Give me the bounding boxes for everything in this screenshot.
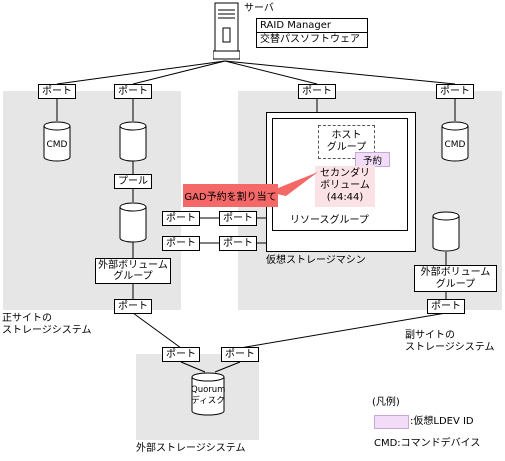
secondary-volume-label: セカンダリ ボリューム (44:44) bbox=[320, 168, 370, 203]
primary-site-label-line1: 正サイトの bbox=[2, 313, 52, 324]
primary-port-top-right: ポート bbox=[114, 84, 152, 99]
secondary-external-volume-icon bbox=[432, 211, 460, 252]
primary-external-volume-group-label: 外部ボリューム グループ bbox=[98, 259, 168, 283]
secondary-cmd-volume: CMD bbox=[441, 121, 469, 162]
server-icon bbox=[212, 2, 241, 60]
secondary-port-top-left: ポート bbox=[298, 84, 336, 99]
gad-reserve-callout-pointer bbox=[268, 168, 318, 198]
secondary-port-top-right: ポート bbox=[436, 84, 474, 99]
quorum-disk-volume: Quorum ディスク bbox=[191, 372, 225, 416]
legend-cmd-label: CMD:コマンドデバイス bbox=[374, 438, 481, 449]
raid-manager-box: RAID Manager bbox=[256, 18, 368, 33]
secondary-volume: セカンダリ ボリューム (44:44) bbox=[315, 166, 375, 207]
primary-external-volume-group: 外部ボリューム グループ bbox=[95, 258, 171, 284]
gad-reserve-callout: GAD予約を割り当て bbox=[183, 184, 278, 207]
primary-cmd-volume: CMD bbox=[43, 121, 71, 162]
secondary-port-bottom: ポート bbox=[427, 299, 465, 314]
reserved-virtual-ldev: 予約 bbox=[355, 152, 390, 167]
alternate-path-software-box: 交替パスソフトウェア bbox=[256, 32, 368, 48]
primary-site-label-line2: ストレージシステム bbox=[2, 325, 92, 336]
server-label: サーバ bbox=[244, 3, 274, 14]
primary-volume-icon bbox=[119, 121, 147, 162]
host-group-label: ホスト グループ bbox=[326, 130, 367, 153]
resource-group-label: リソースグループ bbox=[290, 215, 369, 226]
external-storage-label: 外部ストレージシステム bbox=[136, 443, 246, 454]
gad-reserve-callout-label: GAD予約を割り当て bbox=[184, 192, 277, 203]
primary-cmd-label: CMD bbox=[46, 140, 68, 150]
secondary-cmd-label: CMD bbox=[444, 140, 466, 150]
pool-box: プール bbox=[114, 174, 152, 189]
middle-port-row2-left: ポート bbox=[162, 236, 200, 251]
primary-external-volume-icon bbox=[119, 202, 147, 243]
external-port-left: ポート bbox=[162, 347, 200, 362]
secondary-site-label-line2: ストレージシステム bbox=[405, 342, 495, 353]
quorum-disk-label: Quorum ディスク bbox=[191, 385, 226, 407]
middle-port-row1-right: ポート bbox=[219, 211, 257, 226]
virtual-storage-machine-label: 仮想ストレージマシン bbox=[266, 255, 366, 266]
legend-virtual-ldev-swatch bbox=[374, 415, 409, 429]
legend-virtual-ldev-label: :仮想LDEV ID bbox=[410, 416, 474, 427]
secondary-external-volume-group-label: 外部ボリューム グループ bbox=[420, 267, 491, 290]
middle-port-row2-right: ポート bbox=[219, 236, 257, 251]
secondary-external-volume-group: 外部ボリューム グループ bbox=[414, 265, 497, 292]
legend-title: (凡例) bbox=[372, 397, 400, 408]
primary-port-top-left: ポート bbox=[38, 84, 76, 99]
secondary-site-label-line1: 副サイトの bbox=[405, 330, 455, 341]
external-port-right: ポート bbox=[221, 347, 259, 362]
middle-port-row1-left: ポート bbox=[162, 211, 200, 226]
primary-port-bottom: ポート bbox=[114, 299, 152, 314]
